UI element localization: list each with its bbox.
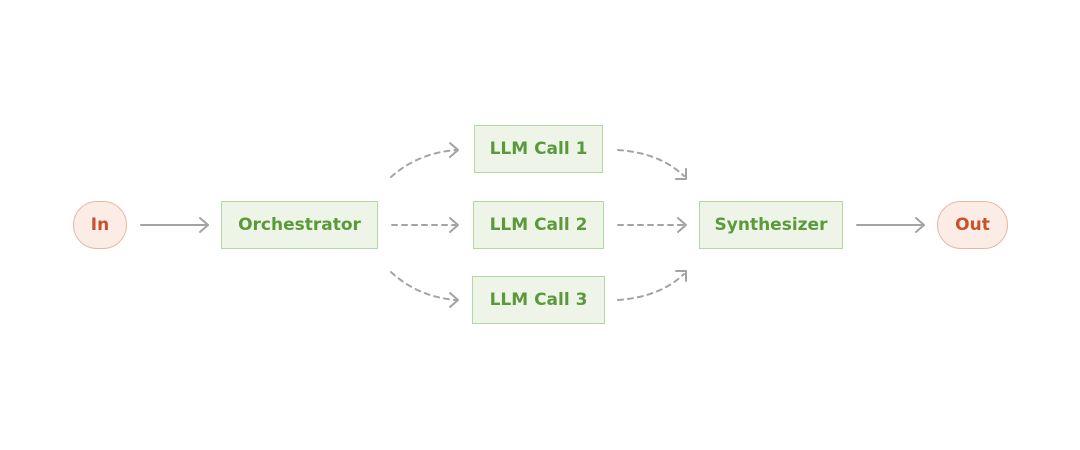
synthesizer-node-label: Synthesizer xyxy=(714,215,828,235)
llm-call-1-node: LLM Call 1 xyxy=(474,125,603,173)
edge-llm-call-3-to-synthesizer xyxy=(617,273,685,301)
edge-llm-call-1-to-synthesizer-arrowhead xyxy=(675,168,687,180)
edge-llm-call-1-to-synthesizer xyxy=(617,149,685,177)
edge-orchestrator-to-llm-call-3 xyxy=(390,271,457,301)
edge-llm-call-3-to-synthesizer-arrowhead xyxy=(675,270,687,282)
output-node: Out xyxy=(937,201,1008,249)
llm-call-1-label: LLM Call 1 xyxy=(489,139,588,159)
edge-orchestrator-to-llm-call-1 xyxy=(390,149,457,178)
llm-call-2-label: LLM Call 2 xyxy=(489,215,588,235)
output-node-label: Out xyxy=(955,215,990,235)
orchestrator-node: Orchestrator xyxy=(221,201,378,249)
edge-orchestrator-to-llm-call-2-arrowhead xyxy=(449,217,459,233)
input-node: In xyxy=(73,201,127,249)
edge-synthesizer-to-out-arrowhead xyxy=(915,217,925,233)
llm-call-3-label: LLM Call 3 xyxy=(489,290,588,310)
edge-orchestrator-to-llm-call-1-arrowhead xyxy=(449,142,459,158)
llm-call-3-node: LLM Call 3 xyxy=(472,276,605,324)
orchestrator-node-label: Orchestrator xyxy=(238,215,361,235)
synthesizer-node: Synthesizer xyxy=(699,201,843,249)
input-node-label: In xyxy=(90,215,110,235)
edge-orchestrator-to-llm-call-3-arrowhead xyxy=(449,292,459,308)
llm-call-2-node: LLM Call 2 xyxy=(473,201,604,249)
edge-llm-call-2-to-synthesizer-arrowhead xyxy=(677,217,687,233)
edge-in-to-orchestrator-arrowhead xyxy=(199,217,209,233)
